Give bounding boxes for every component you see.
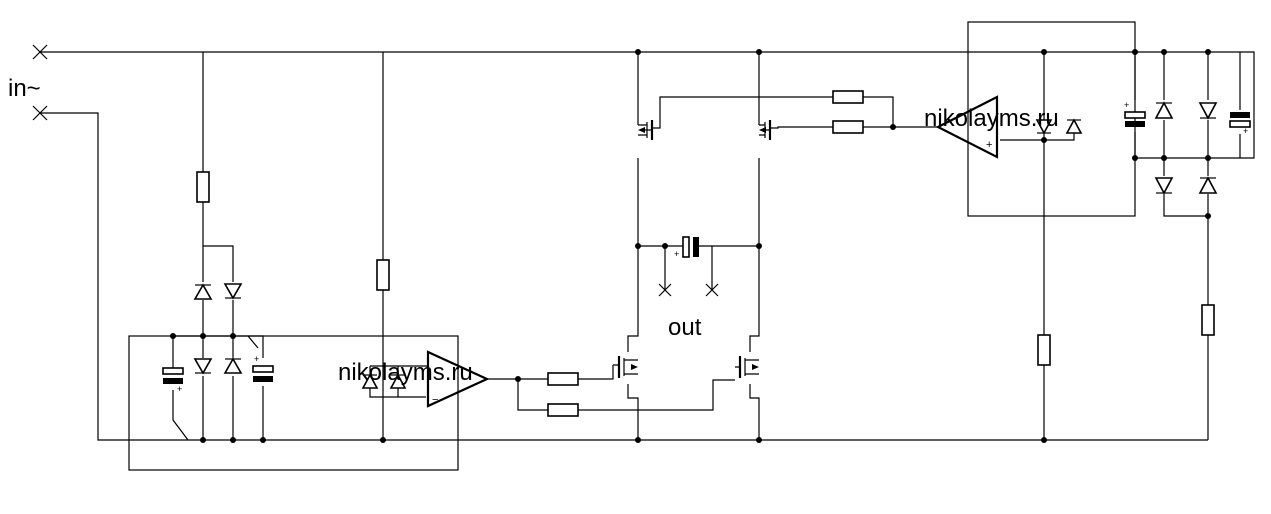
polarity-minus: − (432, 394, 438, 406)
junction-dot (756, 437, 762, 443)
wire-left-chain (202, 52, 234, 440)
capacitor-icon: + (1124, 100, 1146, 127)
junction-dot (1041, 437, 1047, 443)
wire-col-left (627, 52, 666, 440)
wires (40, 21, 1255, 471)
mosfet-icon (613, 356, 638, 378)
junction-dot (1205, 49, 1211, 55)
opamp-icon: − (426, 350, 490, 408)
mosfet-icon (638, 120, 654, 140)
diode-icon (1198, 176, 1218, 194)
junction-dot (1041, 137, 1047, 143)
input-label: in~ (8, 75, 41, 102)
frame-left (128, 335, 459, 471)
junction-dot (1161, 155, 1167, 161)
junction-dot (1132, 49, 1138, 55)
watermark-left: nikolayms.ru (338, 359, 473, 386)
labels: in~ out nikolayms.ru nikolayms.ru (8, 75, 1059, 386)
junction-dot (756, 243, 762, 249)
polarity-plus: + (177, 384, 182, 394)
cross-icon (705, 283, 719, 297)
wire-col-right (711, 52, 760, 440)
resistor-icon (832, 90, 864, 104)
wire-upper-gate (652, 96, 938, 129)
junction-dot (1132, 155, 1138, 161)
diode-icon (193, 358, 213, 375)
capacitors: + + + + + (162, 100, 1251, 394)
watermark-right: nikolayms.ru (924, 105, 1059, 132)
mosfet-icon (759, 120, 772, 140)
wire-left-out (487, 365, 735, 411)
diode-icon (193, 283, 213, 300)
junction-dot (170, 333, 176, 339)
diodes (193, 101, 1218, 389)
junction-dot (1205, 155, 1211, 161)
capacitor-icon: + (252, 354, 274, 382)
resistor-icon (547, 372, 579, 386)
polarity-plus: + (1243, 126, 1248, 136)
junction-dot (890, 124, 896, 130)
terminals (32, 44, 719, 297)
wire-right-module (1000, 52, 1075, 440)
capacitor-icon: + (162, 367, 184, 394)
cross-icon (658, 283, 672, 297)
diode-icon (361, 373, 379, 389)
junctions (170, 49, 1211, 443)
diode-icon (1035, 119, 1053, 135)
diode-icon (389, 373, 407, 389)
junction-dot (1205, 213, 1211, 219)
junction-dot (635, 243, 641, 249)
resistor-icon (196, 171, 210, 203)
mosfet-icon (735, 356, 759, 378)
mosfets (613, 120, 772, 378)
output-label: out (668, 314, 702, 341)
junction-dot (230, 437, 236, 443)
resistor-icon (1037, 334, 1051, 366)
junction-dot (756, 49, 762, 55)
junction-dot (260, 437, 266, 443)
resistor-icon (376, 259, 390, 291)
junction-dot (200, 333, 206, 339)
resistor-icon (547, 403, 579, 417)
diode-icon (1154, 177, 1174, 195)
opamps: − + (426, 95, 999, 408)
polarity-plus: + (986, 139, 992, 151)
cross-icon (32, 105, 48, 121)
capacitor-icon: + (1229, 112, 1251, 136)
junction-dot (230, 333, 236, 339)
junction-dot (1161, 49, 1167, 55)
resistor-icon (1201, 304, 1215, 336)
frame-right (967, 21, 1136, 217)
capacitor-icon: + (674, 236, 699, 259)
diode-icon (1198, 102, 1218, 120)
polarity-plus: + (1124, 100, 1129, 110)
diode-icon (223, 283, 243, 300)
junction-dot (635, 49, 641, 55)
wire-right-rect (1044, 51, 1255, 440)
diode-icon (1154, 101, 1174, 119)
polarity-plus: + (674, 249, 679, 259)
junction-dot (515, 376, 521, 382)
diode-icon (1065, 118, 1083, 134)
polarity-plus: + (254, 354, 259, 364)
resistor-icon (832, 120, 864, 134)
resistors (196, 90, 1215, 417)
junction-dot (200, 437, 206, 443)
junction-dot (635, 437, 641, 443)
junction-dot (662, 243, 668, 249)
diode-icon (223, 357, 243, 374)
junction-dot (380, 437, 386, 443)
junction-dot (1041, 49, 1047, 55)
opamp-icon: + (935, 95, 999, 159)
cross-icon (32, 44, 48, 60)
wire-input-2 (40, 112, 1208, 441)
wire-left-caps (172, 335, 264, 441)
